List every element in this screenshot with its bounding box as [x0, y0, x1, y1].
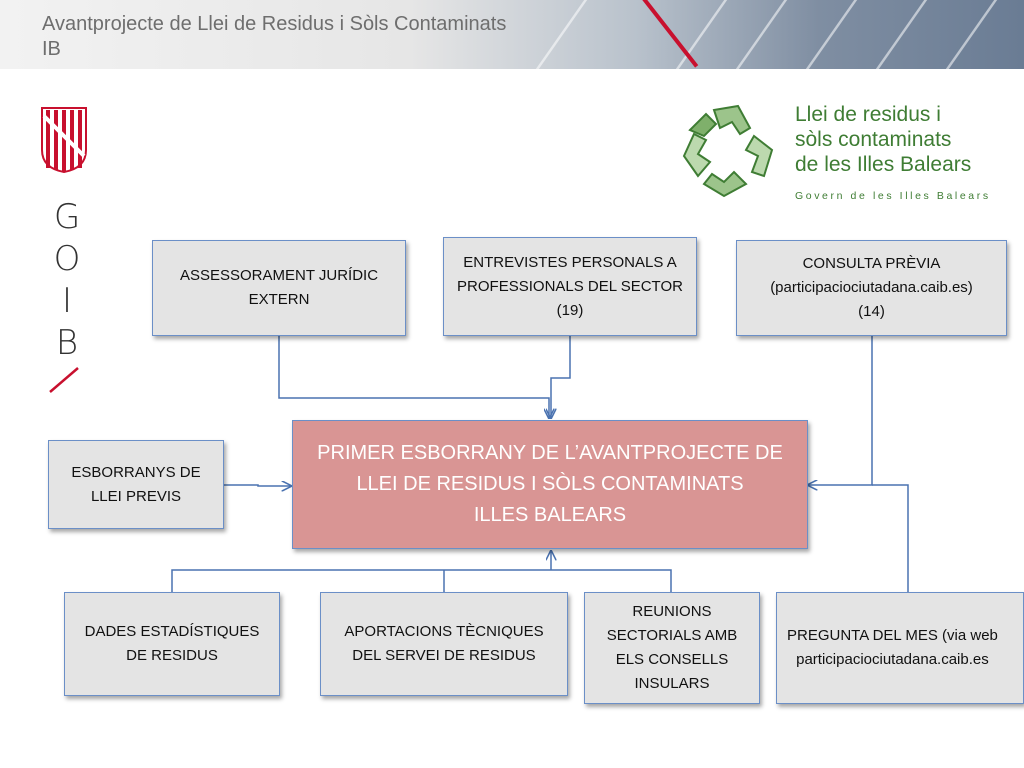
header-stripe — [535, 0, 588, 69]
connector-bottom-right — [872, 484, 909, 592]
connector-left — [224, 485, 291, 486]
goib-letter: O — [53, 239, 81, 279]
box-label: ENTREVISTES PERSONALS A PROFESSIONALS DE… — [457, 253, 683, 319]
box-pregunta-del-mes: PREGUNTA DEL MES (via web participacioci… — [776, 592, 1024, 704]
box-consulta-previa: CONSULTA PRÈVIA (participaciociutadana.c… — [736, 240, 1007, 336]
connector-bottom-bus — [171, 569, 672, 592]
box-label: ASSESSORAMENT JURÍDIC EXTERN — [179, 267, 379, 308]
brand-logo-subtitle: Govern de les Illes Balears — [795, 190, 991, 202]
goib-logo-text: G O I B — [50, 196, 84, 364]
header-banner: Avantprojecte de Llei de Residus i Sòls … — [0, 0, 1024, 69]
box-label: PRIMER ESBORRANY DE L’AVANTPROJECTE DE L… — [317, 442, 783, 526]
box-label: CONSULTA PRÈVIA (participaciociutadana.c… — [770, 255, 973, 320]
box-label: ESBORRANYS DE LLEI PREVIS — [71, 463, 201, 505]
header-stripe — [675, 0, 728, 69]
box-aportacions-tecniques: APORTACIONS TÈCNIQUES DEL SERVEI DE RESI… — [320, 592, 568, 696]
recycle-icon — [682, 104, 774, 198]
header-stripe — [735, 0, 788, 69]
header-stripe — [945, 0, 998, 69]
brand-line: sòls contaminats — [795, 128, 952, 151]
header-stripe — [875, 0, 928, 69]
brand-line: Llei de residus i — [795, 103, 941, 126]
box-label: APORTACIONS TÈCNIQUES DEL SERVEI DE RESI… — [344, 623, 544, 664]
box-entrevistes-personals: ENTREVISTES PERSONALS A PROFESSIONALS DE… — [443, 237, 697, 336]
box-primer-esborrany: PRIMER ESBORRANY DE L’AVANTPROJECTE DE L… — [292, 420, 808, 549]
box-label: PREGUNTA DEL MES (via web participacioci… — [787, 627, 998, 668]
goib-shield-icon — [41, 107, 87, 174]
connector-top-left — [278, 336, 549, 418]
brand-line: de les Illes Balears — [795, 153, 972, 176]
page-title: Avantprojecte de Llei de Residus i Sòls … — [42, 13, 507, 60]
box-esborranys-previs: ESBORRANYS DE LLEI PREVIS — [48, 440, 224, 529]
brand-logo-text: Llei de residus i sòls contaminats de le… — [795, 102, 1005, 177]
goib-slash-icon — [49, 367, 79, 393]
box-assessorament-juridic: ASSESSORAMENT JURÍDIC EXTERN — [152, 240, 406, 336]
box-label: DADES ESTADÍSTIQUES DE RESIDUS — [84, 623, 260, 664]
goib-letter: B — [55, 323, 79, 363]
box-label: REUNIONS SECTORIALS AMB ELS CONSELLS INS… — [606, 603, 738, 692]
connector-top-right — [808, 336, 873, 485]
connector-top-center — [551, 336, 571, 418]
header-red-accent — [636, 0, 699, 68]
goib-letter: G — [53, 197, 81, 237]
box-dades-estadistiques: DADES ESTADÍSTIQUES DE RESIDUS — [64, 592, 280, 696]
header-stripe — [805, 0, 858, 69]
goib-letter: I — [61, 281, 73, 321]
box-reunions-sectorials: REUNIONS SECTORIALS AMB ELS CONSELLS INS… — [584, 592, 760, 704]
